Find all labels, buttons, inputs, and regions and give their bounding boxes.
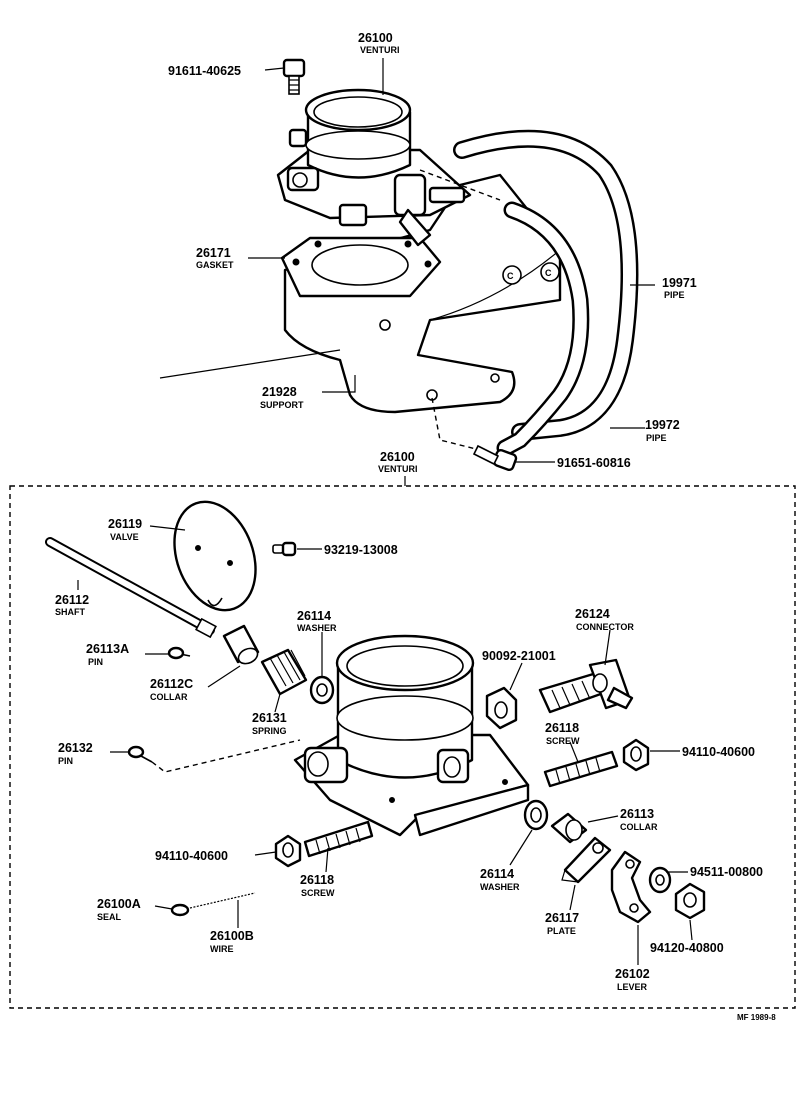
gasket-part [280,236,442,298]
label-pin-a-name: PIN [88,657,103,667]
label-support-name: SUPPORT [260,400,304,410]
venturi-top-part [276,88,472,247]
label-pipe-19972-number: 19972 [645,418,680,432]
exploded-leader-lines [77,525,693,965]
label-support-number: 21928 [262,385,297,399]
seal-part [170,903,190,917]
valve-part [173,500,257,612]
wire-part [189,892,256,909]
label-valve-name: VALVE [110,532,139,542]
label-valve-screw-number: 93219-13008 [324,543,398,557]
label-wire-number: 26100B [210,929,254,943]
reference-code: MF 1989-8 [737,1013,776,1022]
label-nut-left-number: 94110-40600 [155,849,228,863]
label-collar-c-name: COLLAR [150,692,188,702]
label-lever-number: 26102 [615,967,650,981]
label-screw-a-name: SCREW [546,736,580,746]
bolt-top-part [282,58,306,95]
label-nut-94120-number: 94120-40800 [650,941,724,955]
label-gasket-name: GASKET [196,260,234,270]
label-venturi-top-name: VENTURI [360,45,400,55]
label-bolt-support-number: 91651-60816 [557,456,631,470]
screw-b-part [303,820,374,858]
label-seal-number: 26100A [97,897,141,911]
label-spring-name: SPRING [252,726,287,736]
label-plate-name: PLATE [547,926,576,936]
label-screw-b-name: SCREW [301,888,335,898]
label-venturi-top-number: 26100 [358,31,393,45]
label-gasket-number: 26171 [196,246,231,260]
label-venturi-box-number: 26100 [380,450,415,464]
washer-94511-part [648,866,672,894]
valve-screw-part [272,541,297,557]
nut-94120-part [674,882,706,920]
intake-manifold [283,173,562,414]
screw-a-part [543,750,619,788]
label-washer-b-name: WASHER [480,882,520,892]
label-screw-b-number: 26118 [300,873,334,887]
exploded-assembly [45,500,706,924]
label-washer-b-number: 26114 [480,867,514,881]
pin-a-part [167,646,191,660]
label-plate-number: 26117 [545,911,579,925]
label-spring-number: 26131 [252,711,287,725]
label-nut-right-number: 94110-40600 [682,745,755,759]
venturi-body-part [293,634,530,837]
nut-right-part [622,738,650,772]
label-pipe-19971-name: PIPE [664,290,685,300]
label-pin-b-name: PIN [58,756,73,766]
label-collar-name: COLLAR [620,822,658,832]
lever-part [610,850,652,924]
label-shaft-number: 26112 [55,593,89,607]
label-nut-90092-number: 90092-21001 [482,649,556,663]
top-leader-lines [248,58,655,463]
label-shaft-name: SHAFT [55,607,85,617]
collar-c-part [222,624,260,665]
plate-part [561,836,612,884]
label-pin-a-number: 26113A [86,642,129,656]
label-washer-a-name: WASHER [297,623,337,633]
label-lever-name: LEVER [617,982,648,992]
label-seal-name: SEAL [97,912,122,922]
exploded-view-frame [9,485,796,1009]
label-collar-c-number: 26112C [150,677,193,691]
label-connector-name: CONNECTOR [576,622,634,632]
bolt-support-part [472,444,518,472]
label-valve-number: 26119 [108,517,142,531]
label-screw-a-number: 26118 [545,721,579,735]
label-pipe-19972-name: PIPE [646,433,667,443]
svg-text:C: C [507,271,514,281]
collar-part [550,812,588,844]
label-wire-name: WIRE [210,944,234,954]
spring-part [260,648,308,696]
label-pin-b-number: 26132 [58,741,93,755]
nut-left-part [274,834,302,868]
nut-90092-part [485,686,518,730]
connector-part [538,658,634,714]
label-washer-94511-number: 94511-00800 [690,865,763,879]
label-bolt-top-number: 91611-40625 [168,64,241,78]
top-assembly: C C [159,58,639,472]
label-venturi-box-name: VENTURI [378,464,418,474]
label-collar-number: 26113 [620,807,654,821]
label-washer-a-number: 26114 [297,609,331,623]
label-pipe-19971-number: 19971 [662,276,697,290]
pin-b-part [127,745,153,763]
svg-text:C: C [545,268,552,278]
label-connector-number: 26124 [575,607,610,621]
